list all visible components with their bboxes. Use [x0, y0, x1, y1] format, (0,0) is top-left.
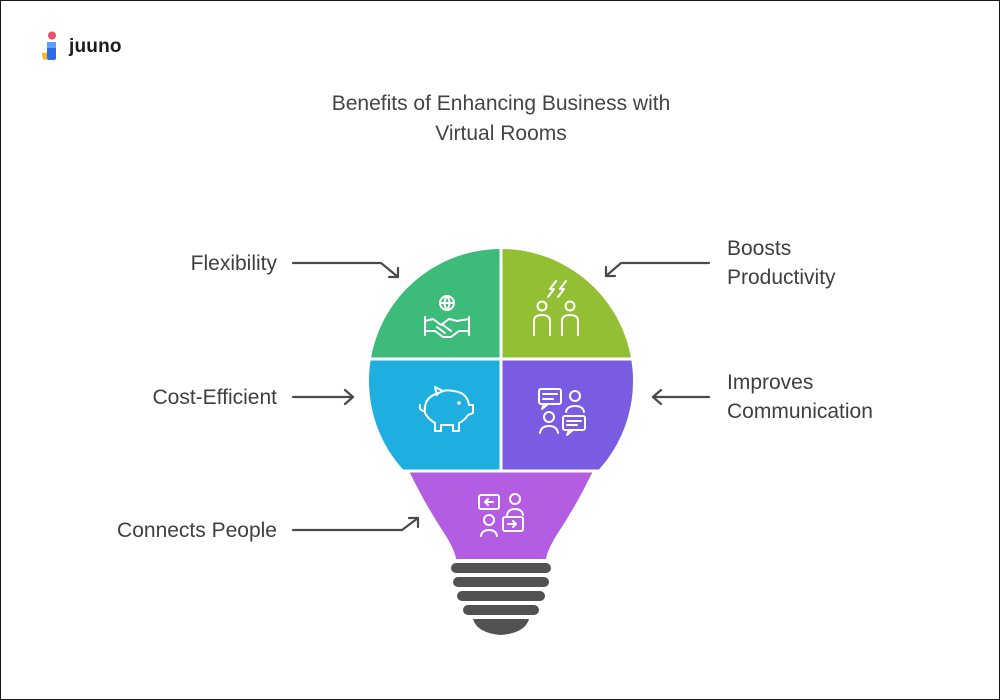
piggy-bank-icon [418, 386, 474, 432]
label-boosts-productivity-line1: Boosts [727, 237, 792, 260]
segment-flexibility [369, 249, 501, 359]
arrow-boosts-productivity [604, 261, 711, 278]
brand-name: juuno [69, 36, 122, 57]
exchange-people-icon [478, 493, 524, 537]
arrow-improves-communication [651, 388, 711, 406]
segment-connects-people [409, 471, 593, 559]
label-connects-people: Connects People [117, 519, 277, 542]
people-lightning-icon [533, 280, 579, 336]
arrow-connects-people [291, 516, 420, 532]
title-line-1: Benefits of Enhancing Business with [331, 92, 671, 115]
label-flexibility: Flexibility [190, 252, 277, 275]
label-boosts-productivity-line2: Productivity [727, 266, 836, 289]
segment-boosts-productivity [501, 249, 633, 359]
label-improves-communication-line2: Communication [727, 400, 873, 423]
chat-people-icon [538, 388, 586, 436]
segment-cost-efficient [369, 359, 501, 471]
title-line-2: Virtual Rooms [435, 122, 567, 145]
label-boosts-productivity: Boosts Productivity [727, 234, 836, 292]
diagram-title: Benefits of Enhancing Business with Virt… [251, 89, 751, 149]
arrow-cost-efficient [291, 388, 355, 406]
arrow-flexibility [291, 261, 400, 279]
bulb-base [451, 563, 551, 635]
label-cost-efficient: Cost-Efficient [152, 386, 278, 409]
label-improves-communication-line1: Improves [727, 371, 814, 394]
handshake-globe-icon [424, 295, 470, 338]
juuno-logo-icon [42, 31, 56, 60]
label-improves-communication: Improves Communication [727, 368, 873, 426]
